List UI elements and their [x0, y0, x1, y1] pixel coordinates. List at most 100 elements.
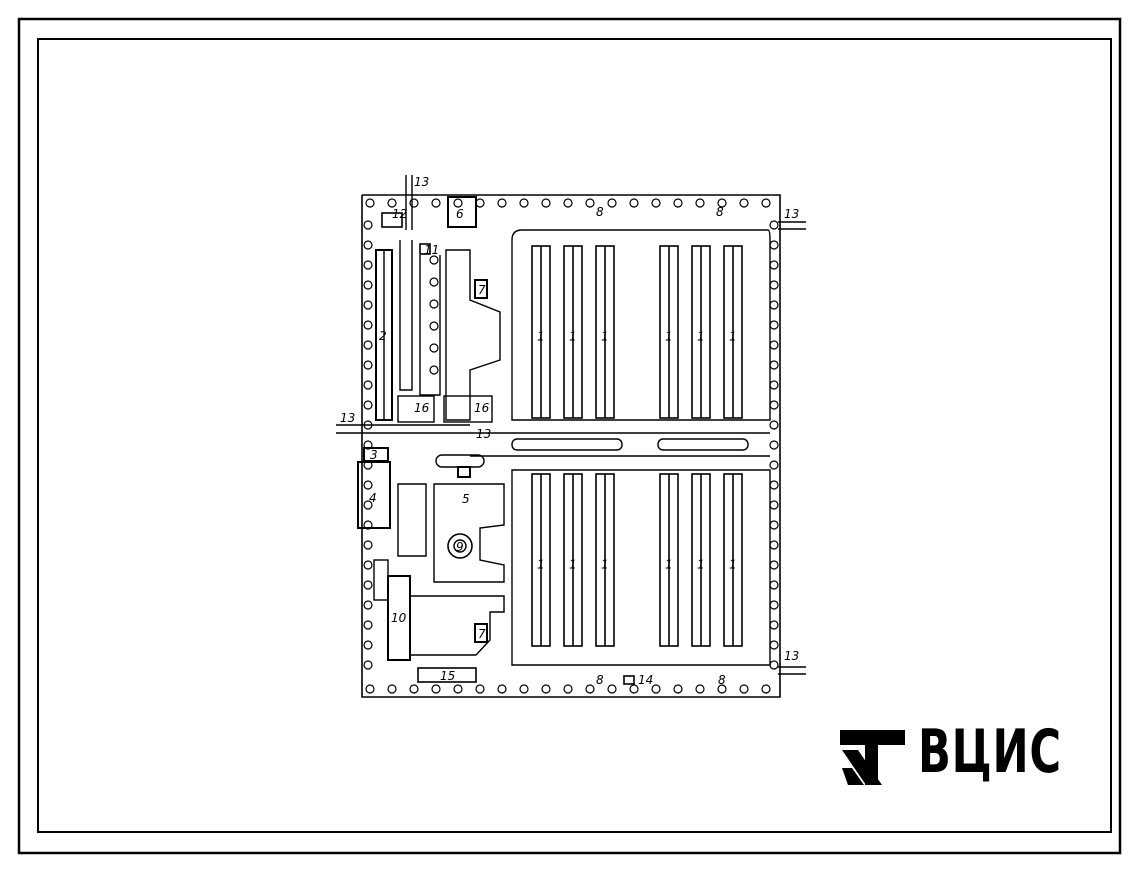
label-15: 15: [440, 669, 455, 683]
inner-frame: [37, 38, 1112, 833]
label-8-bottom-left: 8: [596, 673, 604, 687]
label-13-left: 13: [340, 411, 355, 425]
tree-69: [363, 520, 373, 530]
tree-14: [497, 684, 507, 694]
tree-13: [497, 198, 507, 208]
tree-15: [519, 198, 529, 208]
tree-52: [769, 340, 779, 350]
tree-78: [769, 600, 779, 610]
tree-36: [739, 684, 749, 694]
tree-80: [769, 620, 779, 630]
building-4: [357, 461, 391, 529]
tree-8: [431, 684, 441, 694]
tree-60: [769, 420, 779, 430]
label-16-left: 16: [414, 401, 430, 415]
label-11: 11: [424, 243, 439, 257]
tree-26: [629, 684, 639, 694]
tree-59: [363, 420, 373, 430]
tree-76: [769, 580, 779, 590]
label-8-top-right: 8: [716, 205, 724, 219]
label-13-right-top: 13: [784, 207, 799, 221]
tree-5: [409, 198, 419, 208]
label-1-barn-4: 1: [665, 330, 673, 344]
upper-block: [511, 229, 771, 421]
label-1-barn-9: 1: [601, 558, 609, 572]
tree-38: [761, 684, 771, 694]
tree-44: [769, 260, 779, 270]
tree-68: [769, 500, 779, 510]
tree-45: [363, 280, 373, 290]
label-1-barn-8: 1: [569, 558, 577, 572]
tree-70: [769, 520, 779, 530]
tree-40: [769, 220, 779, 230]
tree-33: [717, 198, 727, 208]
tree-22: [585, 684, 595, 694]
label-1-barn-11: 1: [697, 558, 705, 572]
label-16-right: 16: [474, 401, 490, 415]
tree-row: [363, 198, 779, 694]
tree-31: [695, 198, 705, 208]
label-1-barn-2: 1: [569, 330, 577, 344]
tree-16: [519, 684, 529, 694]
tree-53: [363, 360, 373, 370]
label-9: 9: [456, 540, 464, 554]
label-13-mid: 13: [476, 427, 491, 441]
area-15: [417, 667, 477, 683]
tree-18: [541, 684, 551, 694]
tree-51: [363, 340, 373, 350]
tree-1: [365, 198, 375, 208]
tree-4: [387, 684, 397, 694]
tree-12: [475, 684, 485, 694]
building-14: [623, 675, 635, 685]
tree-77: [363, 600, 373, 610]
label-7-bottom: 7: [478, 627, 486, 641]
label-1-barn-12: 1: [729, 558, 737, 572]
tree-56: [769, 380, 779, 390]
tree-73: [363, 560, 373, 570]
label-7-top: 7: [478, 283, 486, 297]
tree-25: [629, 198, 639, 208]
tree-71: [363, 540, 373, 550]
logo-emblem-icon: [840, 730, 905, 785]
building-5: [457, 466, 471, 478]
tree-89: [429, 343, 439, 353]
tree-39: [363, 220, 373, 230]
tree-32: [695, 684, 705, 694]
tree-27: [651, 198, 661, 208]
tree-64: [769, 460, 779, 470]
label-13-top: 13: [414, 175, 429, 189]
tree-17: [541, 198, 551, 208]
tree-42: [769, 240, 779, 250]
site-boundary: [361, 194, 781, 698]
label-8-bottom-right: 8: [718, 673, 726, 687]
label-1-barn-5: 1: [697, 330, 705, 344]
tree-3: [387, 198, 397, 208]
tree-81: [363, 640, 373, 650]
label-group: 13 12 6 8 8 13 11 7 2 16 16 13 13 3 4 5 …: [340, 175, 799, 687]
tree-10: [453, 684, 463, 694]
tree-66: [769, 480, 779, 490]
tree-21: [585, 198, 595, 208]
tree-85: [429, 255, 439, 265]
tree-6: [409, 684, 419, 694]
tree-88: [429, 321, 439, 331]
tree-90: [429, 365, 439, 375]
outer-frame: [17, 17, 1122, 855]
tree-86: [429, 277, 439, 287]
building-6: [447, 196, 477, 228]
tree-2: [365, 684, 375, 694]
tree-82: [769, 640, 779, 650]
tree-35: [739, 198, 749, 208]
tree-63: [363, 460, 373, 470]
building-7-bottom: [474, 623, 488, 643]
label-14: 14: [638, 673, 653, 687]
building-11: [419, 243, 431, 255]
building-12: [381, 212, 403, 228]
label-1-barn-10: 1: [665, 558, 673, 572]
label-6: 6: [456, 207, 464, 221]
label-1-barn-3: 1: [601, 330, 609, 344]
tree-19: [563, 198, 573, 208]
barns-group: [531, 245, 743, 647]
